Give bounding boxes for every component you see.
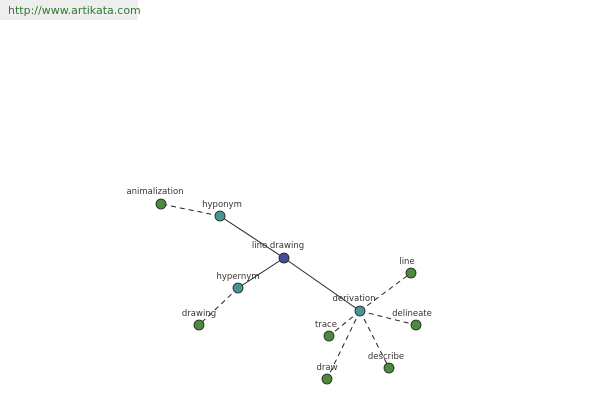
node-label-drawing[interactable]: drawing xyxy=(182,309,216,319)
edge-derivation-delineate xyxy=(359,310,417,326)
node-line-drawing[interactable] xyxy=(278,252,290,264)
node-label-draw[interactable]: draw xyxy=(316,363,337,373)
edge-hypernym-drawing xyxy=(198,287,239,326)
watermark-bar: http://www.artikata.com xyxy=(0,0,141,20)
node-drawing[interactable] xyxy=(193,319,205,331)
node-derivation[interactable] xyxy=(354,305,366,317)
node-label-trace[interactable]: trace xyxy=(315,320,337,330)
edge-derivation-trace xyxy=(328,310,361,337)
edge-line_drawing-derivation xyxy=(283,257,361,312)
edge-line_drawing-hyponym xyxy=(219,215,285,259)
node-label-hyponym[interactable]: hyponym xyxy=(202,200,242,210)
node-describe[interactable] xyxy=(383,362,395,374)
watermark-url[interactable]: http://www.artikata.com xyxy=(8,4,141,17)
node-trace[interactable] xyxy=(323,330,335,342)
edge-hyponym-animalization xyxy=(160,203,221,217)
node-animalization[interactable] xyxy=(155,198,167,210)
node-label-hypernym[interactable]: hypernym xyxy=(216,272,259,282)
node-label-line-drawing[interactable]: line drawing xyxy=(252,241,304,251)
node-hypernym[interactable] xyxy=(232,282,244,294)
node-label-derivation[interactable]: derivation xyxy=(332,294,375,304)
edge-derivation-draw xyxy=(326,310,361,380)
node-hyponym[interactable] xyxy=(214,210,226,222)
node-delineate[interactable] xyxy=(410,319,422,331)
node-label-describe[interactable]: describe xyxy=(368,352,404,362)
edge-derivation-describe xyxy=(359,310,390,369)
edge-line_drawing-hypernym xyxy=(237,257,285,289)
edge-derivation-line xyxy=(359,272,412,312)
node-label-delineate[interactable]: delineate xyxy=(392,309,432,319)
node-draw[interactable] xyxy=(321,373,333,385)
labels-layer: line drawing hyponym hypernym derivation ani… xyxy=(126,187,431,373)
node-line[interactable] xyxy=(405,267,417,279)
node-label-animalization[interactable]: animalization xyxy=(126,187,183,197)
node-label-line[interactable]: line xyxy=(399,257,414,267)
edges-layer xyxy=(160,203,417,380)
nodes-layer xyxy=(155,198,422,385)
